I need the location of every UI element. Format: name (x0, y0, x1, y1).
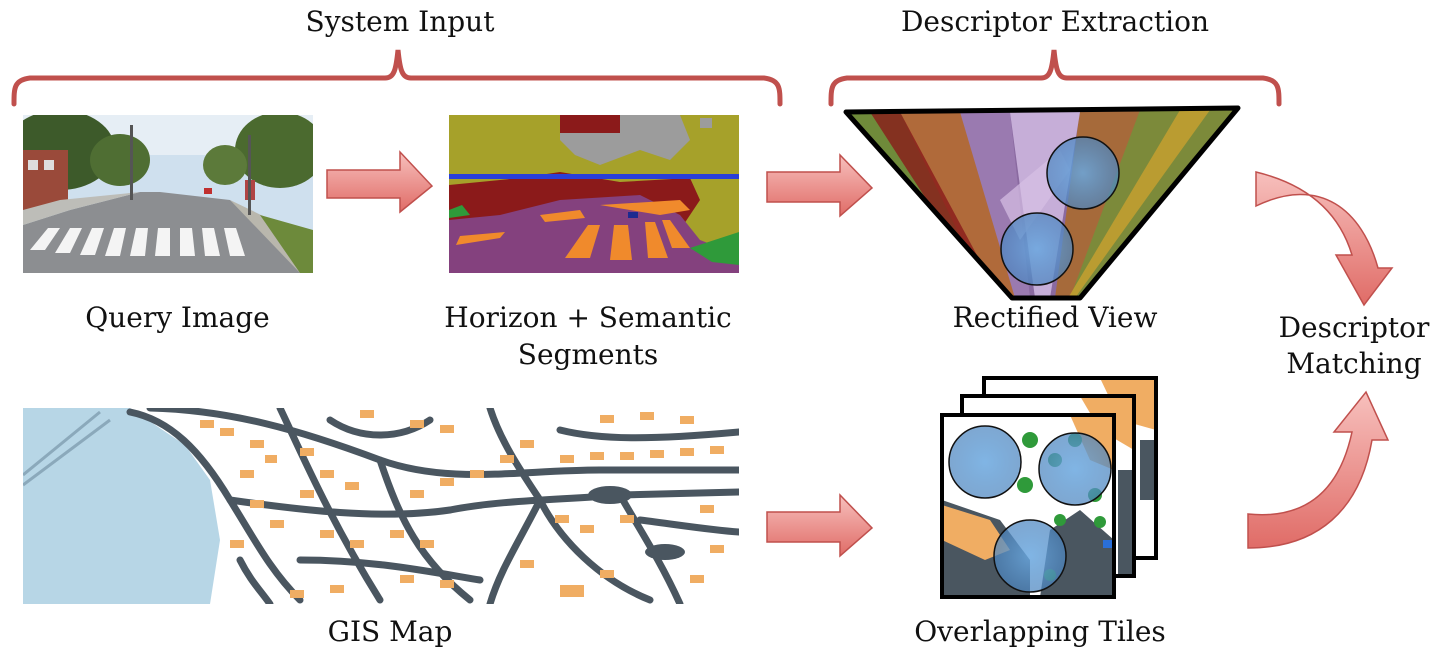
curved-arrow-up (1247, 390, 1390, 549)
overlapping-tiles-image (940, 376, 1158, 599)
descriptor-extraction-bracket (828, 49, 1282, 107)
overlapping-tiles-label: Overlapping Tiles (914, 615, 1166, 648)
arrow-map-to-tiles (766, 493, 874, 558)
descriptor-extraction-heading: Descriptor Extraction (900, 5, 1210, 38)
horizon-semantic-label-line2: Segments (517, 338, 659, 371)
descriptor-circle (1046, 136, 1120, 210)
semantic-segments-image (449, 115, 739, 273)
system-input-bracket (11, 49, 783, 107)
descriptor-matching-label-line1: Descriptor (1278, 311, 1430, 344)
system-input-heading: System Input (305, 5, 495, 38)
gis-map-label: GIS Map (327, 615, 453, 648)
descriptor-matching-label-line2: Matching (1286, 347, 1422, 380)
arrow-segments-to-rectified (766, 153, 874, 218)
arrow-query-to-segments (326, 150, 434, 214)
rectified-view-image (843, 105, 1241, 301)
gis-map-image (23, 408, 739, 604)
descriptor-circle (948, 425, 1022, 499)
horizon-semantic-label-line1: Horizon + Semantic (444, 301, 732, 334)
curved-arrow-down (1255, 171, 1394, 307)
descriptor-circle (1038, 432, 1112, 506)
tile-front (940, 413, 1116, 599)
descriptor-circle (1000, 212, 1074, 286)
rectified-view-label: Rectified View (952, 301, 1158, 334)
descriptor-circle (993, 519, 1067, 593)
query-image (23, 115, 313, 273)
query-image-label: Query Image (85, 301, 270, 334)
